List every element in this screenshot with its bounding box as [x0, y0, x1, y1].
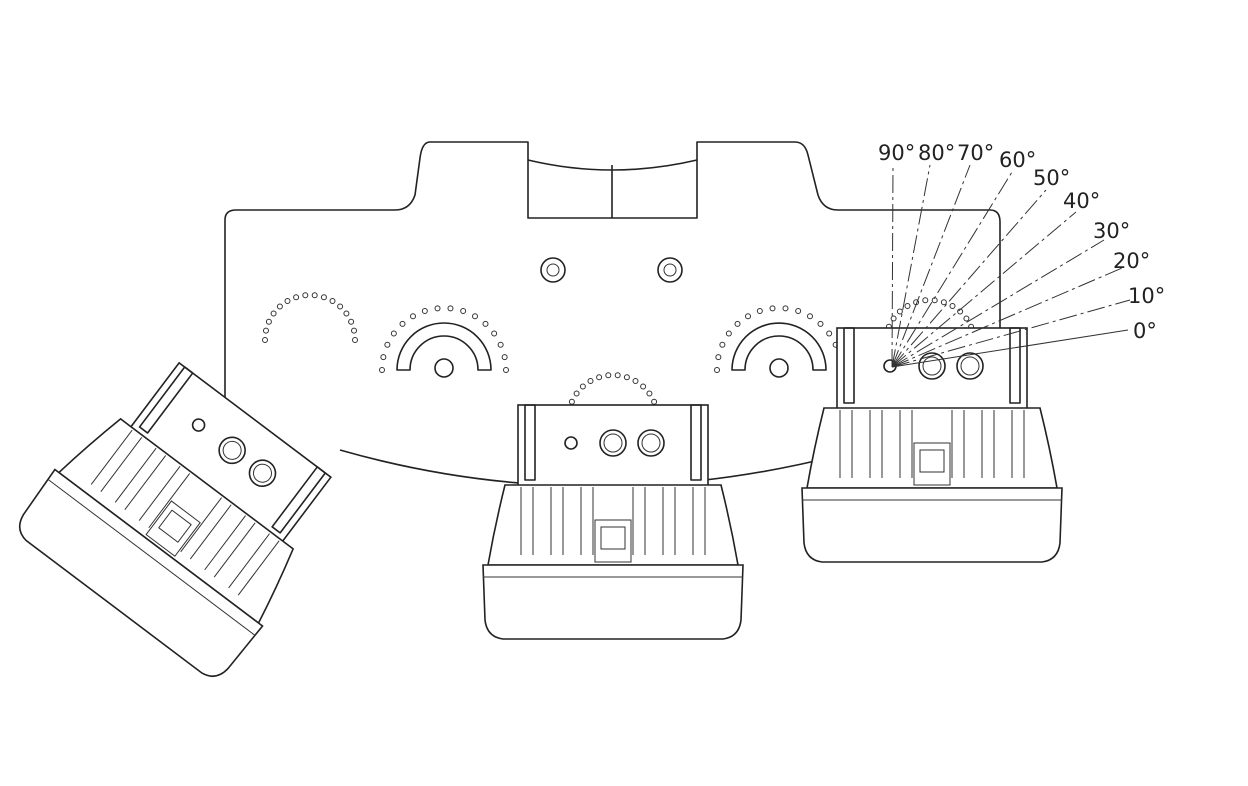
angle-line: [891, 164, 931, 368]
angle-dot: [651, 398, 658, 405]
angle-dot: [896, 308, 903, 315]
adjustment-slot-left: [396, 322, 492, 378]
angle-indicator-lines: [891, 164, 1131, 368]
angle-line: [891, 164, 894, 368]
angle-dot: [472, 313, 478, 320]
angle-dot: [276, 303, 283, 310]
angle-dot: [302, 292, 309, 299]
angle-dot: [501, 354, 508, 361]
angle-dot: [337, 303, 344, 310]
angle-dot: [343, 310, 350, 317]
angle-dot: [329, 298, 336, 305]
angle-dot: [596, 374, 603, 381]
angle-dot: [579, 383, 586, 390]
angle-dot: [949, 303, 956, 310]
angle-label-80: 80°: [918, 141, 955, 165]
angle-dot: [421, 308, 428, 315]
angle-dots: [262, 292, 978, 423]
angle-dot: [640, 383, 647, 390]
top-clip: [527, 159, 698, 218]
angle-dot: [725, 330, 732, 337]
angle-label-50: 50°: [1033, 166, 1070, 190]
angle-dot: [311, 292, 318, 299]
angle-dot: [714, 367, 720, 373]
angle-dot: [262, 327, 269, 334]
angle-dot: [940, 299, 947, 306]
angle-dot: [795, 308, 802, 315]
angle-dot: [807, 313, 813, 320]
light-center: [482, 404, 744, 640]
angle-label-90: 90°: [878, 141, 915, 165]
angle-dot: [904, 303, 911, 310]
angle-dot: [646, 390, 653, 397]
angle-label-10: 10°: [1128, 284, 1165, 308]
angle-line: [891, 299, 1131, 368]
angle-line: [891, 239, 1105, 368]
angle-dot: [782, 305, 789, 312]
angle-dot: [460, 308, 467, 315]
light-tilted-left: [9, 340, 360, 686]
angle-dot: [573, 390, 580, 397]
angle-dot: [963, 315, 970, 322]
adjustment-slot-right: [731, 322, 827, 378]
angle-dot: [497, 341, 504, 348]
angle-dot: [491, 330, 498, 337]
angle-dot: [745, 313, 751, 320]
angle-label-20: 20°: [1113, 249, 1150, 273]
angle-dot: [715, 354, 722, 361]
angle-dot: [293, 294, 300, 301]
angle-dot: [587, 378, 594, 385]
angle-dot: [719, 341, 726, 348]
angle-dot: [265, 318, 272, 325]
angle-label-70: 70°: [957, 141, 994, 165]
angle-dot: [447, 305, 454, 312]
angle-dot: [769, 305, 776, 312]
angle-dot: [568, 398, 575, 405]
angle-dot: [262, 337, 268, 343]
angle-dot: [434, 305, 441, 312]
angle-dot: [890, 315, 897, 322]
angle-dot: [756, 308, 763, 315]
mount-holes: [540, 257, 683, 283]
angle-line: [891, 329, 1129, 368]
angle-dot: [734, 320, 741, 327]
angle-dot: [380, 354, 387, 361]
angle-dot: [270, 310, 277, 317]
angle-dot: [379, 367, 385, 373]
angle-dot: [351, 327, 358, 334]
angle-line: [891, 211, 1077, 368]
angle-label-0: 0°: [1133, 319, 1157, 343]
angle-dot: [605, 372, 612, 379]
angle-dot: [390, 330, 397, 337]
angle-dot: [320, 294, 327, 301]
angle-dot: [632, 378, 639, 385]
angle-dot: [826, 330, 833, 337]
angle-line: [891, 267, 1123, 368]
angle-dot: [623, 374, 630, 381]
angle-label-40: 40°: [1063, 189, 1100, 213]
angle-label-60: 60°: [999, 148, 1036, 172]
angle-dot: [410, 313, 416, 320]
angle-dot: [922, 297, 929, 304]
angle-label-30: 30°: [1093, 219, 1130, 243]
angle-dot: [284, 298, 291, 305]
angle-dot: [384, 341, 391, 348]
angle-dot: [352, 337, 358, 343]
angle-dot: [817, 320, 824, 327]
angle-dot: [482, 320, 489, 327]
angle-dot: [503, 367, 509, 373]
angle-line: [891, 171, 1013, 368]
angle-line: [891, 189, 1047, 368]
light-right: [801, 327, 1063, 563]
angle-dot: [614, 372, 621, 379]
angle-line: [891, 164, 971, 368]
angle-dot: [348, 318, 355, 325]
angle-dot: [399, 320, 406, 327]
angle-labels: 90° 80° 70° 60° 50° 40° 30° 20° 10° 0°: [878, 141, 1165, 343]
